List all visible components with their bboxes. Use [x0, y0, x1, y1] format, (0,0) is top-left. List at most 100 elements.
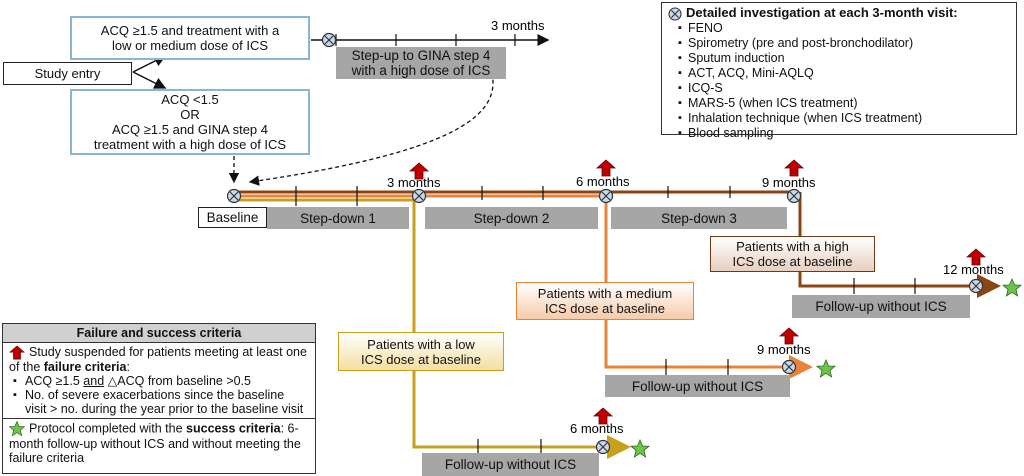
visit-marker-icon — [781, 359, 797, 375]
criteria-lower-line-1: ACQ <1.5 — [161, 92, 219, 107]
failure-criteria-bold: failure criteria — [43, 359, 127, 374]
criteria-upper-line-2: low or medium dose of ICS — [111, 38, 269, 53]
medium-followup-label: Follow-up without ICS — [631, 378, 764, 394]
failure-criteria-list: ACQ ≥1.5 and △ACQ from baseline >0.5 No.… — [9, 374, 309, 416]
investigation-item: ACT, ACQ, Mini-AQLQ — [678, 66, 1010, 81]
criteria-lower-line-2: OR — [180, 107, 200, 122]
failure-intro: Study suspended for patients meeting at … — [9, 345, 309, 374]
month-6-label: 6 months — [576, 174, 630, 189]
green-star-icon — [1001, 277, 1023, 297]
investigation-item: FENO — [678, 21, 1010, 36]
success-intro-text: Protocol completed with the — [29, 421, 183, 435]
investigation-legend-header: Detailed investigation at each 3-month v… — [668, 5, 1010, 21]
red-up-arrow-icon — [965, 248, 987, 266]
visit-marker-icon — [321, 32, 337, 48]
visit-marker-icon — [226, 188, 242, 204]
criteria-lower-line-3: ACQ ≥1.5 and GINA step 4 — [112, 122, 268, 137]
month-3-label: 3 months — [387, 175, 441, 190]
low-dose-line-2: ICS dose at baseline — [361, 351, 481, 367]
study-entry-label: Study entry — [34, 66, 101, 81]
criteria-box-lower: ACQ <1.5 OR ACQ ≥1.5 and GINA step 4 tre… — [70, 89, 310, 155]
green-star-icon — [9, 420, 25, 437]
visit-marker-icon — [968, 278, 984, 294]
criteria-lower-line-4: treatment with a high dose of ICS — [93, 137, 287, 152]
main-timeline — [234, 186, 794, 206]
medium-dose-box: Patients with a medium ICS dose at basel… — [516, 282, 694, 320]
visit-marker-icon — [598, 188, 614, 204]
stepdown3-bar: Step-down 3 — [611, 207, 787, 229]
green-star-icon — [815, 358, 837, 378]
medium-dose-line-2: ICS dose at baseline — [545, 301, 665, 316]
red-up-arrow-icon — [9, 345, 25, 360]
study-entry-box: Study entry — [3, 62, 132, 85]
criteria-upper-line-1: ACQ ≥1.5 and treatment with a — [100, 23, 280, 38]
medium-months-label: 9 months — [757, 342, 811, 357]
crit1-part-a: ACQ ≥1.5 — [25, 373, 80, 388]
high-dose-line-2: ICS dose at baseline — [732, 254, 853, 269]
investigation-item: MARS-5 (when ICS treatment) — [678, 96, 1010, 111]
investigation-item: Spirometry (pre and post-bronchodilator) — [678, 36, 1010, 51]
entry-arrows — [132, 55, 167, 89]
low-branch-path — [412, 200, 631, 459]
red-up-arrow-icon — [592, 407, 614, 425]
month-9-label: 9 months — [762, 175, 816, 190]
investigation-item: Inhalation technique (when ICS treatment… — [678, 111, 1010, 126]
crit1-and: and — [83, 373, 105, 388]
baseline-label: Baseline — [206, 210, 259, 225]
stepdown2-bar: Step-down 2 — [425, 207, 598, 229]
high-dose-box: Patients with a high ICS dose at baselin… — [710, 236, 875, 272]
stepup-timeline — [311, 34, 550, 46]
success-criteria-bold: success criteria — [186, 421, 281, 435]
failure-colon: : — [126, 359, 130, 374]
criteria-legend: Failure and success criteria Study suspe… — [2, 323, 316, 474]
stepdown1-bar: Step-down 1 — [267, 207, 409, 229]
high-followup-bar: Follow-up without ICS — [792, 295, 970, 318]
low-followup-bar: Follow-up without ICS — [422, 453, 599, 476]
medium-dose-line-1: Patients with a medium — [537, 286, 673, 301]
visit-marker-icon — [786, 188, 802, 204]
red-up-arrow-icon — [595, 159, 617, 177]
red-up-arrow-icon — [778, 327, 800, 345]
criteria-box-upper: ACQ ≥1.5 and treatment with a low or med… — [70, 16, 310, 60]
high-dose-line-1: Patients with a high — [736, 239, 849, 254]
baseline-box: Baseline — [198, 207, 267, 228]
failure-section: Study suspended for patients meeting at … — [3, 343, 315, 418]
low-months-label: 6 months — [570, 421, 624, 436]
success-rest: : 6-month follow-up without ICS and with… — [9, 421, 301, 465]
dashed-return-arrow — [248, 65, 494, 186]
stepup-bar: Step-up to GINA step 4 with a high dose … — [336, 47, 506, 79]
top-months-label: 3 months — [491, 18, 545, 33]
red-up-arrow-icon — [783, 159, 805, 177]
stepup-line-2: with a high dose of ICS — [351, 63, 491, 78]
stepdown3-label: Step-down 3 — [661, 210, 737, 226]
red-up-arrow-icon — [408, 162, 430, 180]
high-branch-path — [798, 192, 1001, 298]
investigation-item: ICQ-S — [678, 81, 1010, 96]
failure-criterion-1: ACQ ≥1.5 and △ACQ from baseline >0.5 — [13, 374, 309, 388]
stepdown1-label: Step-down 1 — [300, 210, 376, 226]
low-followup-label: Follow-up without ICS — [444, 457, 577, 472]
criteria-legend-title: Failure and success criteria — [3, 324, 315, 343]
low-dose-box: Patients with a low ICS dose at baseline — [338, 332, 504, 371]
investigation-list: FENO Spirometry (pre and post-bronchodil… — [668, 21, 1010, 141]
medium-branch-path — [604, 196, 813, 379]
stepdown2-label: Step-down 2 — [473, 210, 550, 226]
visit-marker-icon — [595, 439, 611, 455]
investigation-legend: Detailed investigation at each 3-month v… — [661, 2, 1017, 141]
high-months-label: 12 months — [943, 262, 1004, 277]
failure-intro-text: Study suspended for patients meeting at … — [9, 345, 307, 374]
green-star-icon — [629, 438, 651, 458]
stepup-line-1: Step-up to GINA step 4 — [351, 48, 491, 63]
success-section: Protocol completed with the success crit… — [3, 417, 315, 467]
investigation-legend-title: Detailed investigation at each 3-month v… — [686, 5, 954, 20]
investigation-item: Sputum induction — [678, 51, 1010, 66]
visit-marker-icon — [411, 188, 427, 204]
medium-followup-bar: Follow-up without ICS — [605, 375, 790, 397]
low-dose-line-1: Patients with a low — [367, 336, 475, 352]
investigation-item: Blood sampling — [678, 126, 1010, 141]
crit1-part-b: △ACQ from baseline >0.5 — [107, 373, 251, 388]
high-followup-label: Follow-up without ICS — [815, 299, 947, 314]
visit-marker-icon — [668, 7, 682, 21]
failure-criterion-2: No. of severe exacerbations since the ba… — [13, 388, 309, 416]
